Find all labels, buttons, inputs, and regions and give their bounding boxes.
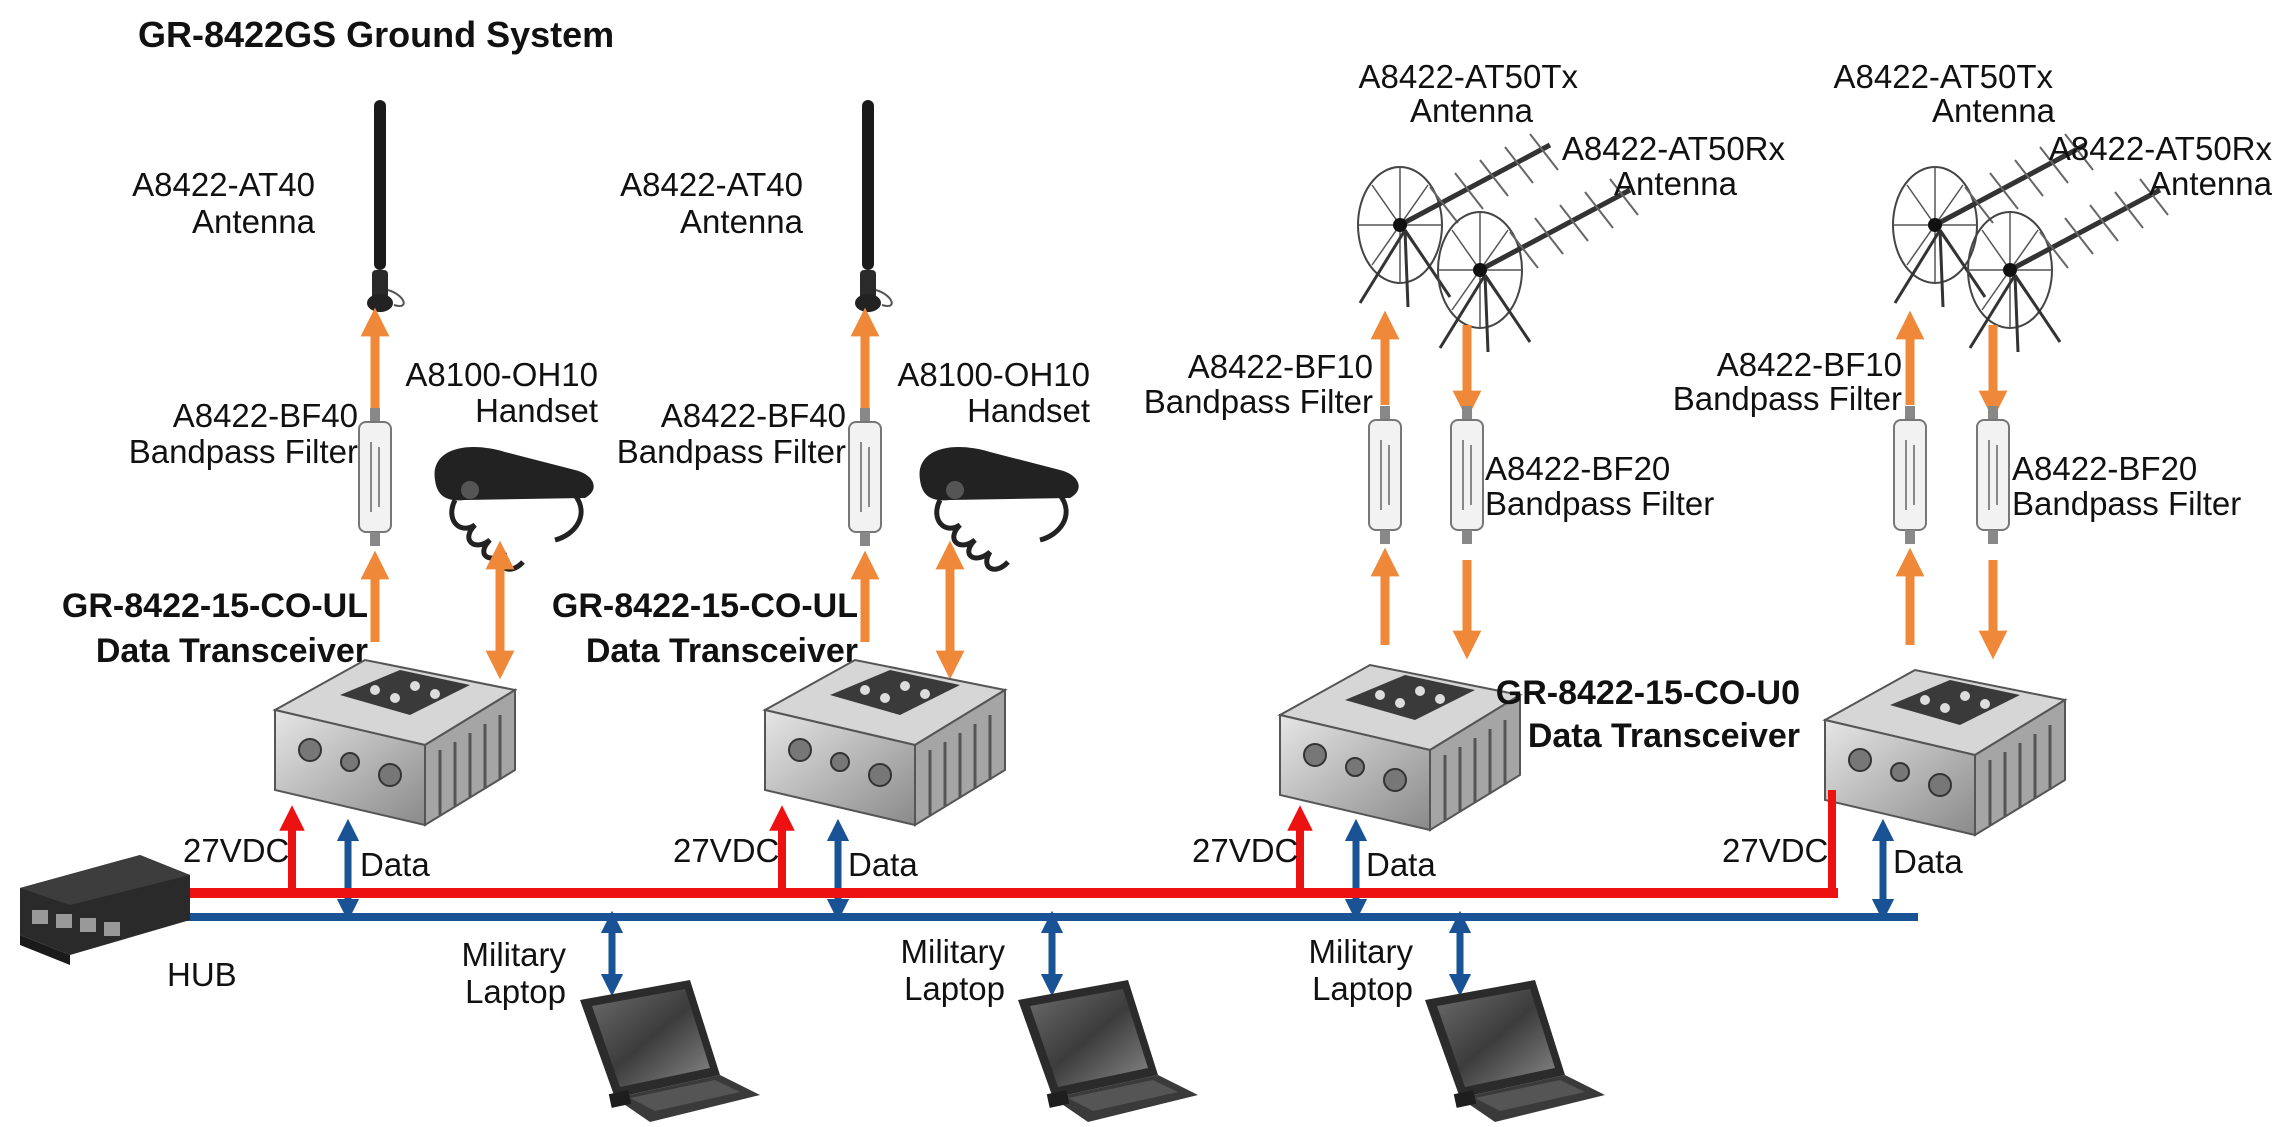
at40-model-label: A8422-AT40 — [132, 166, 315, 203]
data-label: Data — [848, 846, 918, 883]
bf10-model-label: A8422-BF10 — [1717, 346, 1902, 383]
vdc-label: 27VDC — [1722, 832, 1828, 869]
ul-model-label: GR-8422-15-CO-UL — [62, 587, 368, 625]
military-label: Military — [901, 933, 1006, 970]
at50rx-model-label: A8422-AT50Rx — [2049, 130, 2273, 167]
handset-label: Handset — [967, 392, 1090, 429]
vdc-label: 27VDC — [673, 832, 779, 869]
military-label: Military — [462, 936, 567, 973]
unit-4: A8422-AT50Tx Antenna A8422-AT50Rx Antenn… — [1673, 58, 2273, 922]
bandpass-filter-label: Bandpass Filter — [129, 433, 358, 470]
bf20-model-label: A8422-BF20 — [1485, 450, 1670, 487]
bf10-model-label: A8422-BF10 — [1188, 348, 1373, 385]
unit-3: A8422-AT50Tx Antenna A8422-AT50Rx Antenn… — [1144, 58, 1786, 922]
antenna-label: Antenna — [2149, 165, 2273, 202]
bf20-filter-image — [1976, 405, 2010, 545]
laptop-label: Laptop — [465, 973, 566, 1010]
antenna-label: Antenna — [1932, 92, 2056, 129]
bf10-filter-image — [1368, 405, 1402, 545]
laptop-label: Laptop — [904, 970, 1005, 1007]
laptop-image — [1018, 980, 1198, 1122]
antenna-label: Antenna — [192, 203, 316, 240]
transceiver-image — [1823, 668, 2067, 837]
antenna-label: Antenna — [1614, 165, 1738, 202]
antenna-label: Antenna — [680, 203, 804, 240]
at40-model-label: A8422-AT40 — [620, 166, 803, 203]
laptop-image — [1425, 980, 1605, 1122]
laptop-1: Military Laptop — [462, 910, 760, 1122]
at50rx-model-label: A8422-AT50Rx — [1562, 130, 1786, 167]
data-transceiver-label: Data Transceiver — [586, 632, 858, 670]
bandpass-filter-label: Bandpass Filter — [2012, 485, 2241, 522]
laptop-2: Military Laptop — [901, 910, 1198, 1122]
at50tx-model-label: A8422-AT50Tx — [1359, 58, 1579, 95]
diagram-title: GR-8422GS Ground System — [138, 14, 614, 55]
data-label: Data — [360, 846, 430, 883]
ul-model-label: GR-8422-15-CO-UL — [552, 587, 858, 625]
transceiver-image — [763, 658, 1007, 827]
oh10-model-label: A8100-OH10 — [897, 356, 1090, 393]
laptop-image — [580, 980, 760, 1122]
bf20-filter-image — [1450, 405, 1484, 545]
data-transceiver-label: Data Transceiver — [96, 632, 368, 670]
bandpass-filter-label: Bandpass Filter — [1673, 380, 1902, 417]
handset-image — [920, 447, 1079, 569]
at40-antenna-image — [854, 99, 893, 313]
hub-label: HUB — [167, 956, 237, 993]
oh10-model-label: A8100-OH10 — [405, 356, 598, 393]
bf20-model-label: A8422-BF20 — [2012, 450, 2197, 487]
data-label: Data — [1366, 846, 1436, 883]
handset-image — [435, 447, 594, 569]
bandpass-filter-label: Bandpass Filter — [1144, 383, 1373, 420]
bandpass-filter-label: Bandpass Filter — [1485, 485, 1714, 522]
bf40-filter-image — [848, 407, 882, 547]
data-transceiver-label: Data Transceiver — [1528, 717, 1800, 755]
at50rx-antenna-image — [1968, 179, 2168, 352]
bf40-model-label: A8422-BF40 — [661, 397, 846, 434]
bf40-model-label: A8422-BF40 — [173, 397, 358, 434]
military-label: Military — [1309, 933, 1414, 970]
data-label: Data — [1893, 843, 1963, 880]
vdc-label: 27VDC — [183, 832, 289, 869]
bf40-filter-image — [358, 407, 392, 547]
vdc-label: 27VDC — [1192, 832, 1298, 869]
hub — [20, 855, 190, 965]
bf10-filter-image — [1893, 405, 1927, 545]
bandpass-filter-label: Bandpass Filter — [617, 433, 846, 470]
transceiver-image — [273, 658, 517, 827]
at40-antenna-image — [366, 99, 405, 313]
laptop-label: Laptop — [1312, 970, 1413, 1007]
laptop-3: Military Laptop — [1309, 910, 1605, 1122]
handset-label: Handset — [475, 392, 598, 429]
unit-2: A8422-AT40 Antenna A8422-BF40 Bandpass F… — [552, 99, 1090, 922]
unit-1: A8422-AT40 Antenna A8422-BF40 Bandpass F… — [62, 99, 598, 922]
at50tx-model-label: A8422-AT50Tx — [1834, 58, 2054, 95]
transceiver-image — [1278, 663, 1522, 832]
u0-model-label: GR-8422-15-CO-U0 — [1496, 674, 1800, 712]
antenna-label: Antenna — [1410, 92, 1534, 129]
